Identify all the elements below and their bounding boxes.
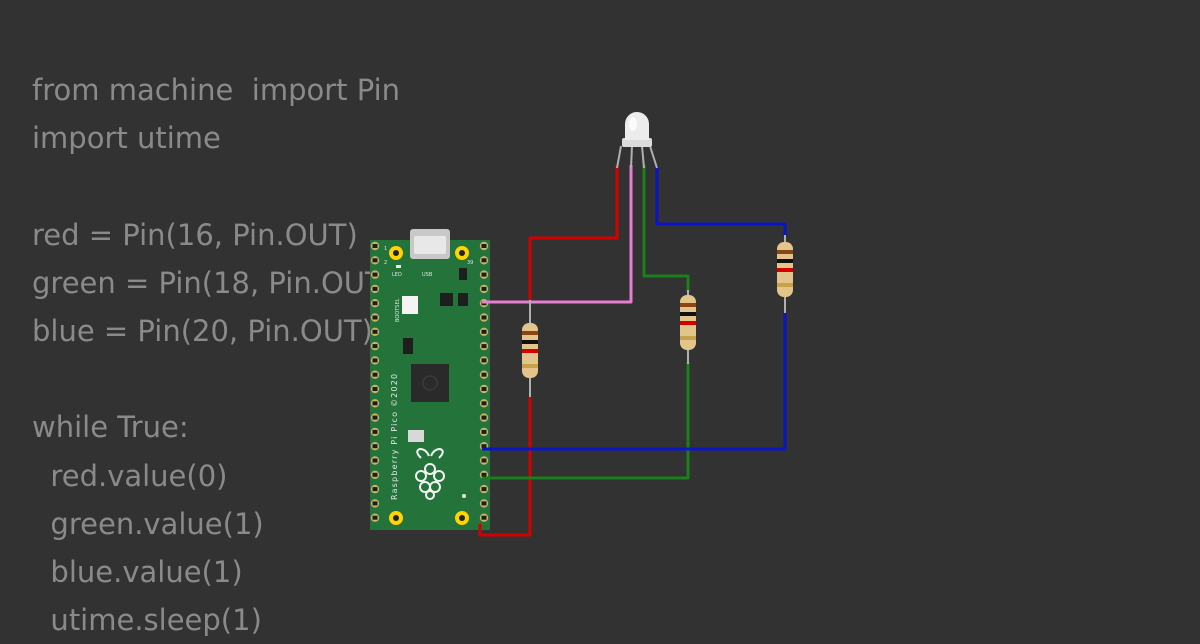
header-pin-hole [481, 515, 487, 520]
board-name-label: Raspberry Pi Pico ©2020 [390, 373, 399, 500]
rp2040-chip [411, 364, 449, 402]
header-pin-hole [372, 487, 378, 492]
code-line: green.value(1) [32, 506, 264, 541]
code-line: red = Pin(16, Pin.OUT) [32, 217, 358, 252]
resistor-blue[interactable] [777, 235, 793, 313]
blue-wire-return[interactable] [482, 312, 787, 451]
bootsel-button[interactable] [402, 296, 418, 314]
pin-1-label: 1 [384, 246, 387, 252]
header-pin-hole [372, 301, 378, 306]
blue-wire[interactable] [655, 165, 787, 236]
pink-wire[interactable] [482, 165, 633, 304]
header-pin-hole [481, 272, 487, 277]
header-pin-hole [481, 501, 487, 506]
header-pin-hole [372, 444, 378, 449]
header-pin-hole [372, 515, 378, 520]
header-pin-hole [481, 329, 487, 334]
header-pin-hole [481, 458, 487, 463]
pin-39-label: 39 [467, 260, 473, 266]
header-pin-hole [481, 372, 487, 377]
header-pin-hole [372, 472, 378, 477]
code-line: while True: [32, 410, 189, 445]
code-line: blue = Pin(20, Pin.OUT) [32, 313, 373, 348]
red-wire[interactable] [528, 165, 619, 300]
led-label: LED [392, 272, 402, 278]
header-pin-hole [372, 401, 378, 406]
pico-board[interactable]: 1 2 39 LED USB BOOTSEL Raspberry Pi Pico… [370, 229, 490, 530]
code-line: blue.value(1) [32, 554, 243, 589]
header-pin-hole [372, 429, 378, 434]
header-pin-hole [372, 358, 378, 363]
code-line: import utime [32, 121, 221, 156]
rgb-led[interactable] [616, 112, 658, 169]
smd-component [440, 293, 453, 306]
code-line: red.value(0) [32, 458, 228, 493]
header-pin-hole [481, 429, 487, 434]
header-pin-hole [372, 458, 378, 463]
header-pin-hole [481, 472, 487, 477]
header-pin-hole [481, 315, 487, 320]
header-pin-hole [481, 415, 487, 420]
raspberry-pi-logo [415, 447, 445, 500]
code-editor[interactable]: from machine import Pin import utime red… [32, 66, 400, 644]
header-pin-hole [481, 487, 487, 492]
bootsel-label: BOOTSEL [395, 298, 401, 322]
header-pin-hole [481, 444, 487, 449]
circuit-canvas[interactable]: 1 2 39 LED USB BOOTSEL Raspberry Pi Pico… [0, 0, 1200, 630]
header-pin-hole [481, 258, 487, 263]
header-pin-hole [372, 344, 378, 349]
green-wire-return[interactable] [482, 362, 690, 480]
smd-component [403, 338, 413, 354]
header-pin-hole [372, 315, 378, 320]
header-pin-hole [481, 286, 487, 291]
header-pin-hole [372, 272, 378, 277]
header-pin-hole [481, 401, 487, 406]
header-pin-hole [372, 286, 378, 291]
resistor-red[interactable] [522, 300, 538, 397]
crystal [408, 430, 424, 442]
onboard-led [396, 265, 401, 268]
header-pin-hole [372, 415, 378, 420]
header-pin-hole [372, 372, 378, 377]
header-pin-hole [481, 244, 487, 248]
pin-header-left [370, 241, 380, 522]
header-pin-hole [481, 358, 487, 363]
header-pin-hole [372, 258, 378, 263]
header-pin-hole [372, 329, 378, 334]
red-wire-return[interactable] [478, 397, 532, 537]
smd-component [459, 268, 467, 280]
header-pin-hole [372, 387, 378, 391]
pin-2-label: 2 [384, 260, 387, 266]
header-pin-hole [481, 344, 487, 349]
header-pin-hole [481, 387, 487, 391]
header-pin-hole [372, 244, 378, 248]
led-lens [625, 112, 649, 140]
resistor-green[interactable] [680, 290, 696, 364]
smd-component [458, 293, 468, 306]
green-wire[interactable] [642, 165, 690, 292]
header-pin-hole [372, 501, 378, 506]
code-line: from machine import Pin [32, 73, 401, 107]
usb-label: USB [422, 272, 433, 278]
